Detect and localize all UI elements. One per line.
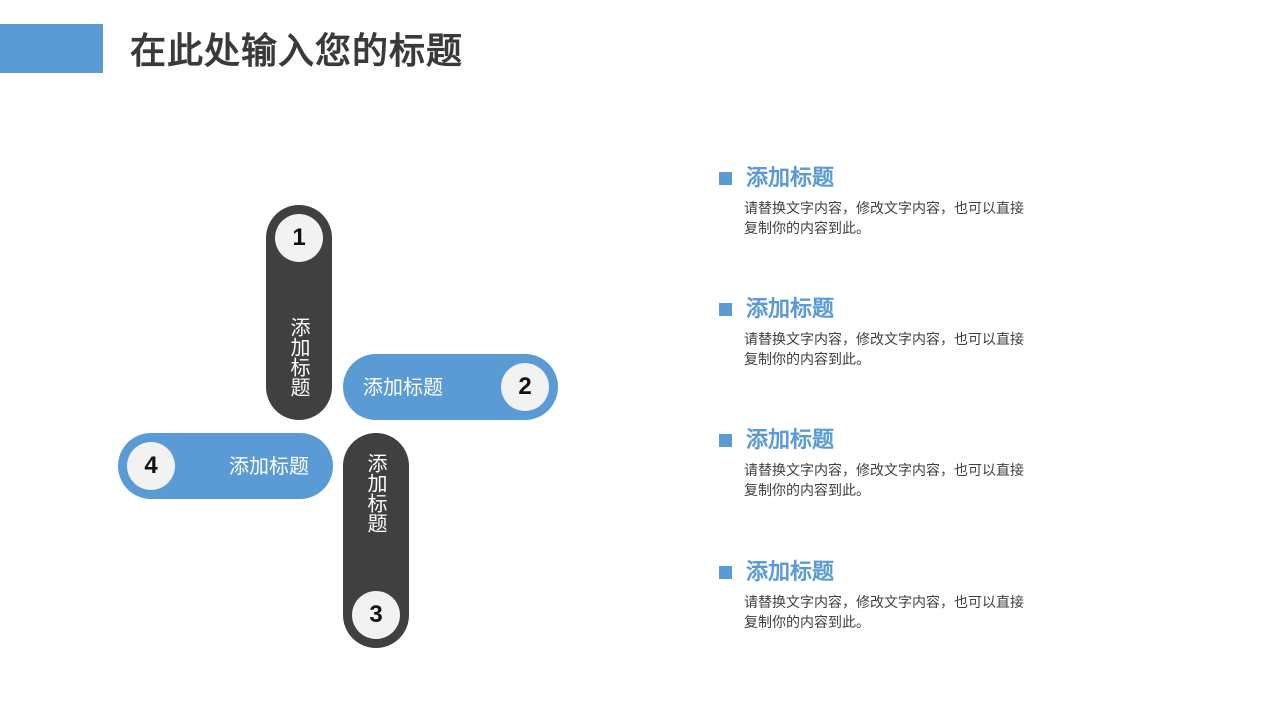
item-title: 添加标题: [746, 297, 835, 322]
pill-4: 4 添加标题: [118, 433, 333, 499]
item-description: 请替换文字内容，修改文字内容，也可以直接复制你的内容到此。: [744, 595, 1024, 631]
title-accent-bar: [0, 24, 103, 73]
pill-3-label: 添加标题: [364, 453, 388, 533]
list-item-4: 添加标题 请替换文字内容，修改文字内容，也可以直接复制你的内容到此。: [718, 558, 1038, 633]
pill-2-label: 添加标题: [363, 375, 443, 399]
item-description: 请替换文字内容，修改文字内容，也可以直接复制你的内容到此。: [744, 201, 1024, 237]
list-item-3: 添加标题 请替换文字内容，修改文字内容，也可以直接复制你的内容到此。: [718, 426, 1038, 501]
item-description: 请替换文字内容，修改文字内容，也可以直接复制你的内容到此。: [744, 463, 1024, 499]
bullet-square-icon: [719, 434, 732, 447]
pill-1-label: 添加标题: [287, 317, 311, 397]
pill-3-number: 3: [352, 591, 400, 639]
pill-3: 添加标题 3: [343, 433, 409, 648]
bullet-square-icon: [719, 566, 732, 579]
item-title: 添加标题: [746, 428, 835, 453]
pill-4-number: 4: [127, 442, 175, 490]
bullet-square-icon: [719, 172, 732, 185]
page-title: 在此处输入您的标题: [130, 31, 464, 72]
pill-1-number: 1: [275, 214, 323, 262]
pill-2: 添加标题 2: [343, 354, 558, 420]
item-title: 添加标题: [746, 560, 835, 585]
pill-2-number: 2: [501, 363, 549, 411]
bullet-square-icon: [719, 303, 732, 316]
list-item-1: 添加标题 请替换文字内容，修改文字内容，也可以直接复制你的内容到此。: [718, 164, 1038, 239]
list-item-2: 添加标题 请替换文字内容，修改文字内容，也可以直接复制你的内容到此。: [718, 295, 1038, 370]
pill-1: 1 添加标题: [266, 205, 332, 420]
pill-4-label: 添加标题: [229, 454, 309, 478]
item-description: 请替换文字内容，修改文字内容，也可以直接复制你的内容到此。: [744, 332, 1024, 368]
item-title: 添加标题: [746, 166, 835, 191]
